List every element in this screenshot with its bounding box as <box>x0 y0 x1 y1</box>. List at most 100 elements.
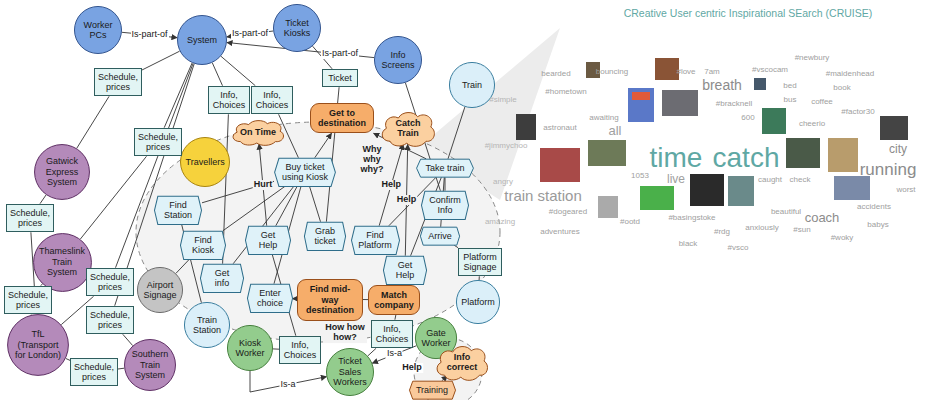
resource-box: Schedule, prices <box>86 268 134 297</box>
connector <box>448 107 465 159</box>
cloud-word: caught <box>758 176 782 185</box>
resource-box: Platform Signage <box>458 248 502 277</box>
actor-circle-outline <box>273 4 320 51</box>
cloud-word: #sun <box>793 226 810 235</box>
connector <box>445 177 446 191</box>
cloud-word: running <box>860 161 917 180</box>
actor-circle: Travellers <box>180 137 230 187</box>
actor-circle: Train Station <box>184 302 230 348</box>
cloud-word: 600 <box>741 114 754 123</box>
actor-circle: Worker PCs <box>74 6 122 54</box>
node-text: Get Help <box>252 230 284 251</box>
task-hexagon: Find Station <box>154 196 202 225</box>
edge-label: Is-a <box>279 380 296 390</box>
cloud-word: amazing <box>485 218 515 227</box>
cloud-word: beautiful <box>771 208 801 217</box>
cloud-word: 1053 <box>631 172 649 181</box>
photo <box>540 148 580 182</box>
softgoal-cloud: Catch Train <box>378 109 438 148</box>
node-text: Get info <box>207 268 237 289</box>
cloud-word: #bracknell <box>716 100 752 109</box>
actor-circle-outline <box>35 145 90 200</box>
resource-box: Schedule, prices <box>4 286 52 315</box>
node-text: Take train <box>423 163 467 173</box>
resource-box: Info, Choices <box>279 336 321 365</box>
node-text: Ticket Kiosks <box>278 18 315 39</box>
cloud-word: #hometown <box>545 88 586 97</box>
edge-label: Is-part-of <box>321 49 359 59</box>
task-hexagon-outline <box>180 231 225 259</box>
photo <box>828 138 858 172</box>
edge-label: Help <box>396 195 418 205</box>
cloud-word: #jimmychoo <box>485 142 528 151</box>
connector <box>176 259 189 273</box>
goal-box: Get to destination <box>310 103 374 134</box>
task-hexagon-outline <box>275 158 336 186</box>
photo <box>762 108 786 134</box>
node-text: Get to destination <box>316 108 368 129</box>
cloud-word: accidents <box>857 203 891 212</box>
softgoal-cloud: On Time <box>229 118 287 146</box>
actor-circle: Train <box>449 62 495 108</box>
node-text: Find mid-way destination <box>303 284 357 315</box>
cloud-word: awaiting <box>589 114 618 123</box>
cloud-word: #simple <box>489 96 517 105</box>
actor-circle: System <box>177 15 227 65</box>
connector <box>142 51 180 70</box>
node-text: Catch Train <box>388 118 428 139</box>
cloud-word: catch <box>713 143 780 174</box>
node-text: Train <box>454 80 490 90</box>
connector <box>315 133 332 157</box>
task-hexagon: Arrive <box>420 227 460 245</box>
node-text: Schedule, prices <box>7 290 49 311</box>
edge-label: Is-a <box>386 349 403 359</box>
actor-circle-outline <box>326 348 373 395</box>
cloud-word: bearded <box>541 70 570 79</box>
panel-title: CReative User centric Inspirational SEar… <box>624 8 873 20</box>
actor-circle: TfL (Transport for London) <box>7 314 69 376</box>
cloud-word: #maidenhead <box>826 70 874 79</box>
cloud-word: angry <box>493 178 513 187</box>
actor-circle-outline <box>178 16 227 65</box>
node-text: Schedule, prices <box>89 310 131 331</box>
edge-label: Help <box>380 180 402 190</box>
node-text: Info Screens <box>379 50 416 71</box>
edge-label: Hurt <box>253 180 274 190</box>
photo <box>628 88 654 122</box>
task-hexagon-outline <box>383 256 426 284</box>
cloud-word: live <box>667 173 685 186</box>
node-text: Ticket Sales Workers <box>331 356 368 387</box>
annotation: How how how? <box>323 323 367 343</box>
photo <box>516 114 536 140</box>
actor-circle-outline <box>137 267 182 312</box>
resource-box: Schedule, prices <box>86 306 134 335</box>
photo <box>632 92 650 100</box>
node-text: Info, Choices <box>282 340 318 361</box>
goal-box: Match company <box>368 285 420 316</box>
node-text: Southern Train System <box>130 349 171 380</box>
task-hexagon-outline <box>304 222 345 250</box>
node-text: Find Station <box>161 200 195 221</box>
photo <box>880 116 908 140</box>
resource-box: Schedule, prices <box>134 128 182 157</box>
task-hexagon: Get info <box>200 264 244 293</box>
task-hexagon: Training <box>409 381 456 399</box>
node-text: Arrive <box>427 231 453 241</box>
cloud-word: 7am <box>704 68 720 77</box>
resource-box: Info, Choices <box>371 320 413 349</box>
connector <box>310 186 321 221</box>
goal-box: Find mid-way destination <box>297 279 363 320</box>
task-hexagon-outline <box>420 227 459 245</box>
node-text: Gate Worker <box>420 328 453 349</box>
resource-box: Info, Choices <box>208 86 250 115</box>
actor-circle-outline <box>184 302 229 347</box>
edge-label: Is-part-of <box>130 30 168 40</box>
task-hexagon: Buy ticket using Kiosk <box>274 158 336 187</box>
node-text: Grab ticket <box>311 226 339 247</box>
actor-circle: Ticket Sales Workers <box>326 348 374 396</box>
photo <box>690 174 724 206</box>
actor-circle-outline <box>456 280 499 323</box>
task-hexagon: Grab ticket <box>304 222 346 251</box>
actor-circle-outline <box>74 6 121 53</box>
